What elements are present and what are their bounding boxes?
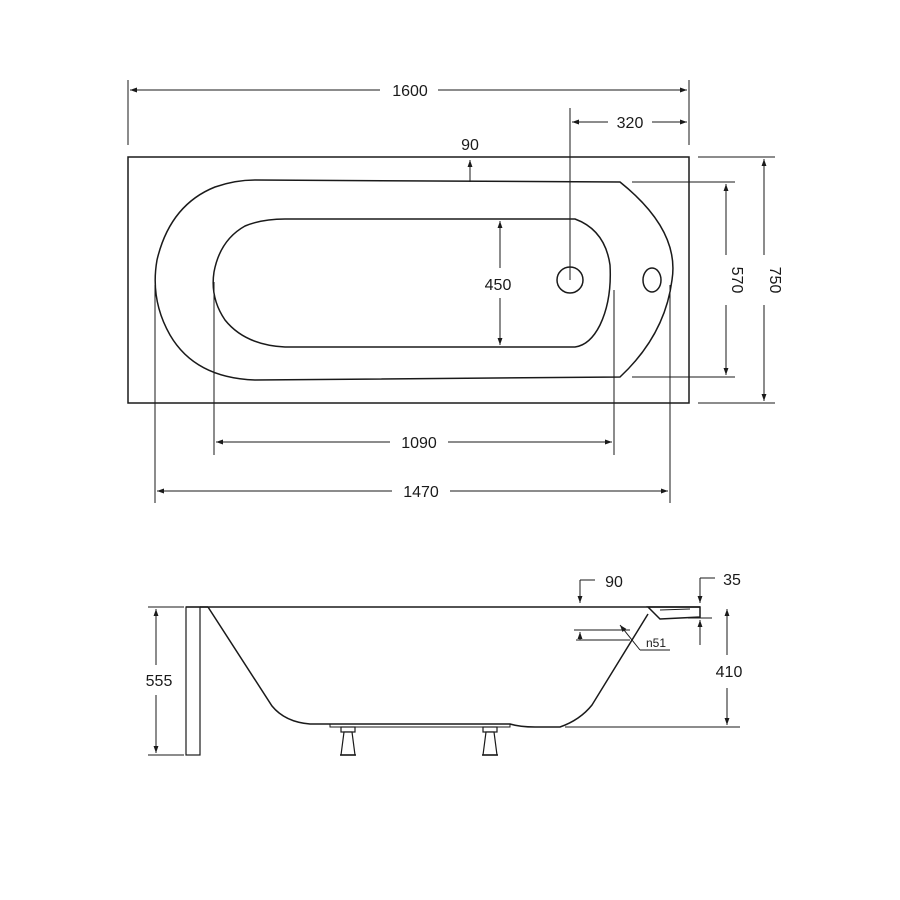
top-view: 1600 320 90 450 570 <box>127 80 783 503</box>
dim-label-1470: 1470 <box>403 484 439 501</box>
dim-inner-width: 450 <box>485 221 512 345</box>
basin-profile <box>207 606 649 728</box>
dim-label-750: 750 <box>766 267 783 294</box>
dim-basin-depth: 410 <box>565 609 743 728</box>
dim-overall-length: 1600 <box>127 80 690 145</box>
dim-label-1090: 1090 <box>401 435 437 452</box>
dim-label-90-top: 90 <box>461 137 479 154</box>
dim-drain-offset: 320 <box>569 108 687 280</box>
dim-rim-thickness: 35 <box>688 572 741 645</box>
dim-total-height: 555 <box>146 606 184 756</box>
basin-outline <box>154 179 674 381</box>
rim-end-block <box>646 606 701 620</box>
dim-bottom-length: 1090 <box>213 282 615 455</box>
dim-label-555: 555 <box>146 673 173 690</box>
overflow-hole <box>642 267 662 293</box>
dim-basin-width: 570 <box>632 181 745 378</box>
dim-label-410: 410 <box>716 664 743 681</box>
dim-label-1600: 1600 <box>392 83 428 100</box>
dim-label-35: 35 <box>723 572 741 589</box>
dim-label-90-side: 90 <box>605 574 623 591</box>
dim-label-570: 570 <box>728 267 745 294</box>
tub-foot-right <box>482 726 498 756</box>
dim-overall-width: 750 <box>698 156 783 404</box>
dim-overflow-diameter: n51 <box>576 624 670 651</box>
side-view: 555 410 35 90 <box>146 572 743 756</box>
tub-foot-left <box>340 726 356 756</box>
dim-label-320: 320 <box>617 115 644 132</box>
dim-basin-length: 1470 <box>154 285 671 503</box>
tub-outer-outline <box>127 156 690 404</box>
basin-bottom-outline <box>212 218 612 348</box>
side-panel <box>185 606 201 756</box>
dim-label-450: 450 <box>485 277 512 294</box>
dim-label-n51: n51 <box>646 636 666 650</box>
dim-rim-width: 90 <box>461 137 479 182</box>
